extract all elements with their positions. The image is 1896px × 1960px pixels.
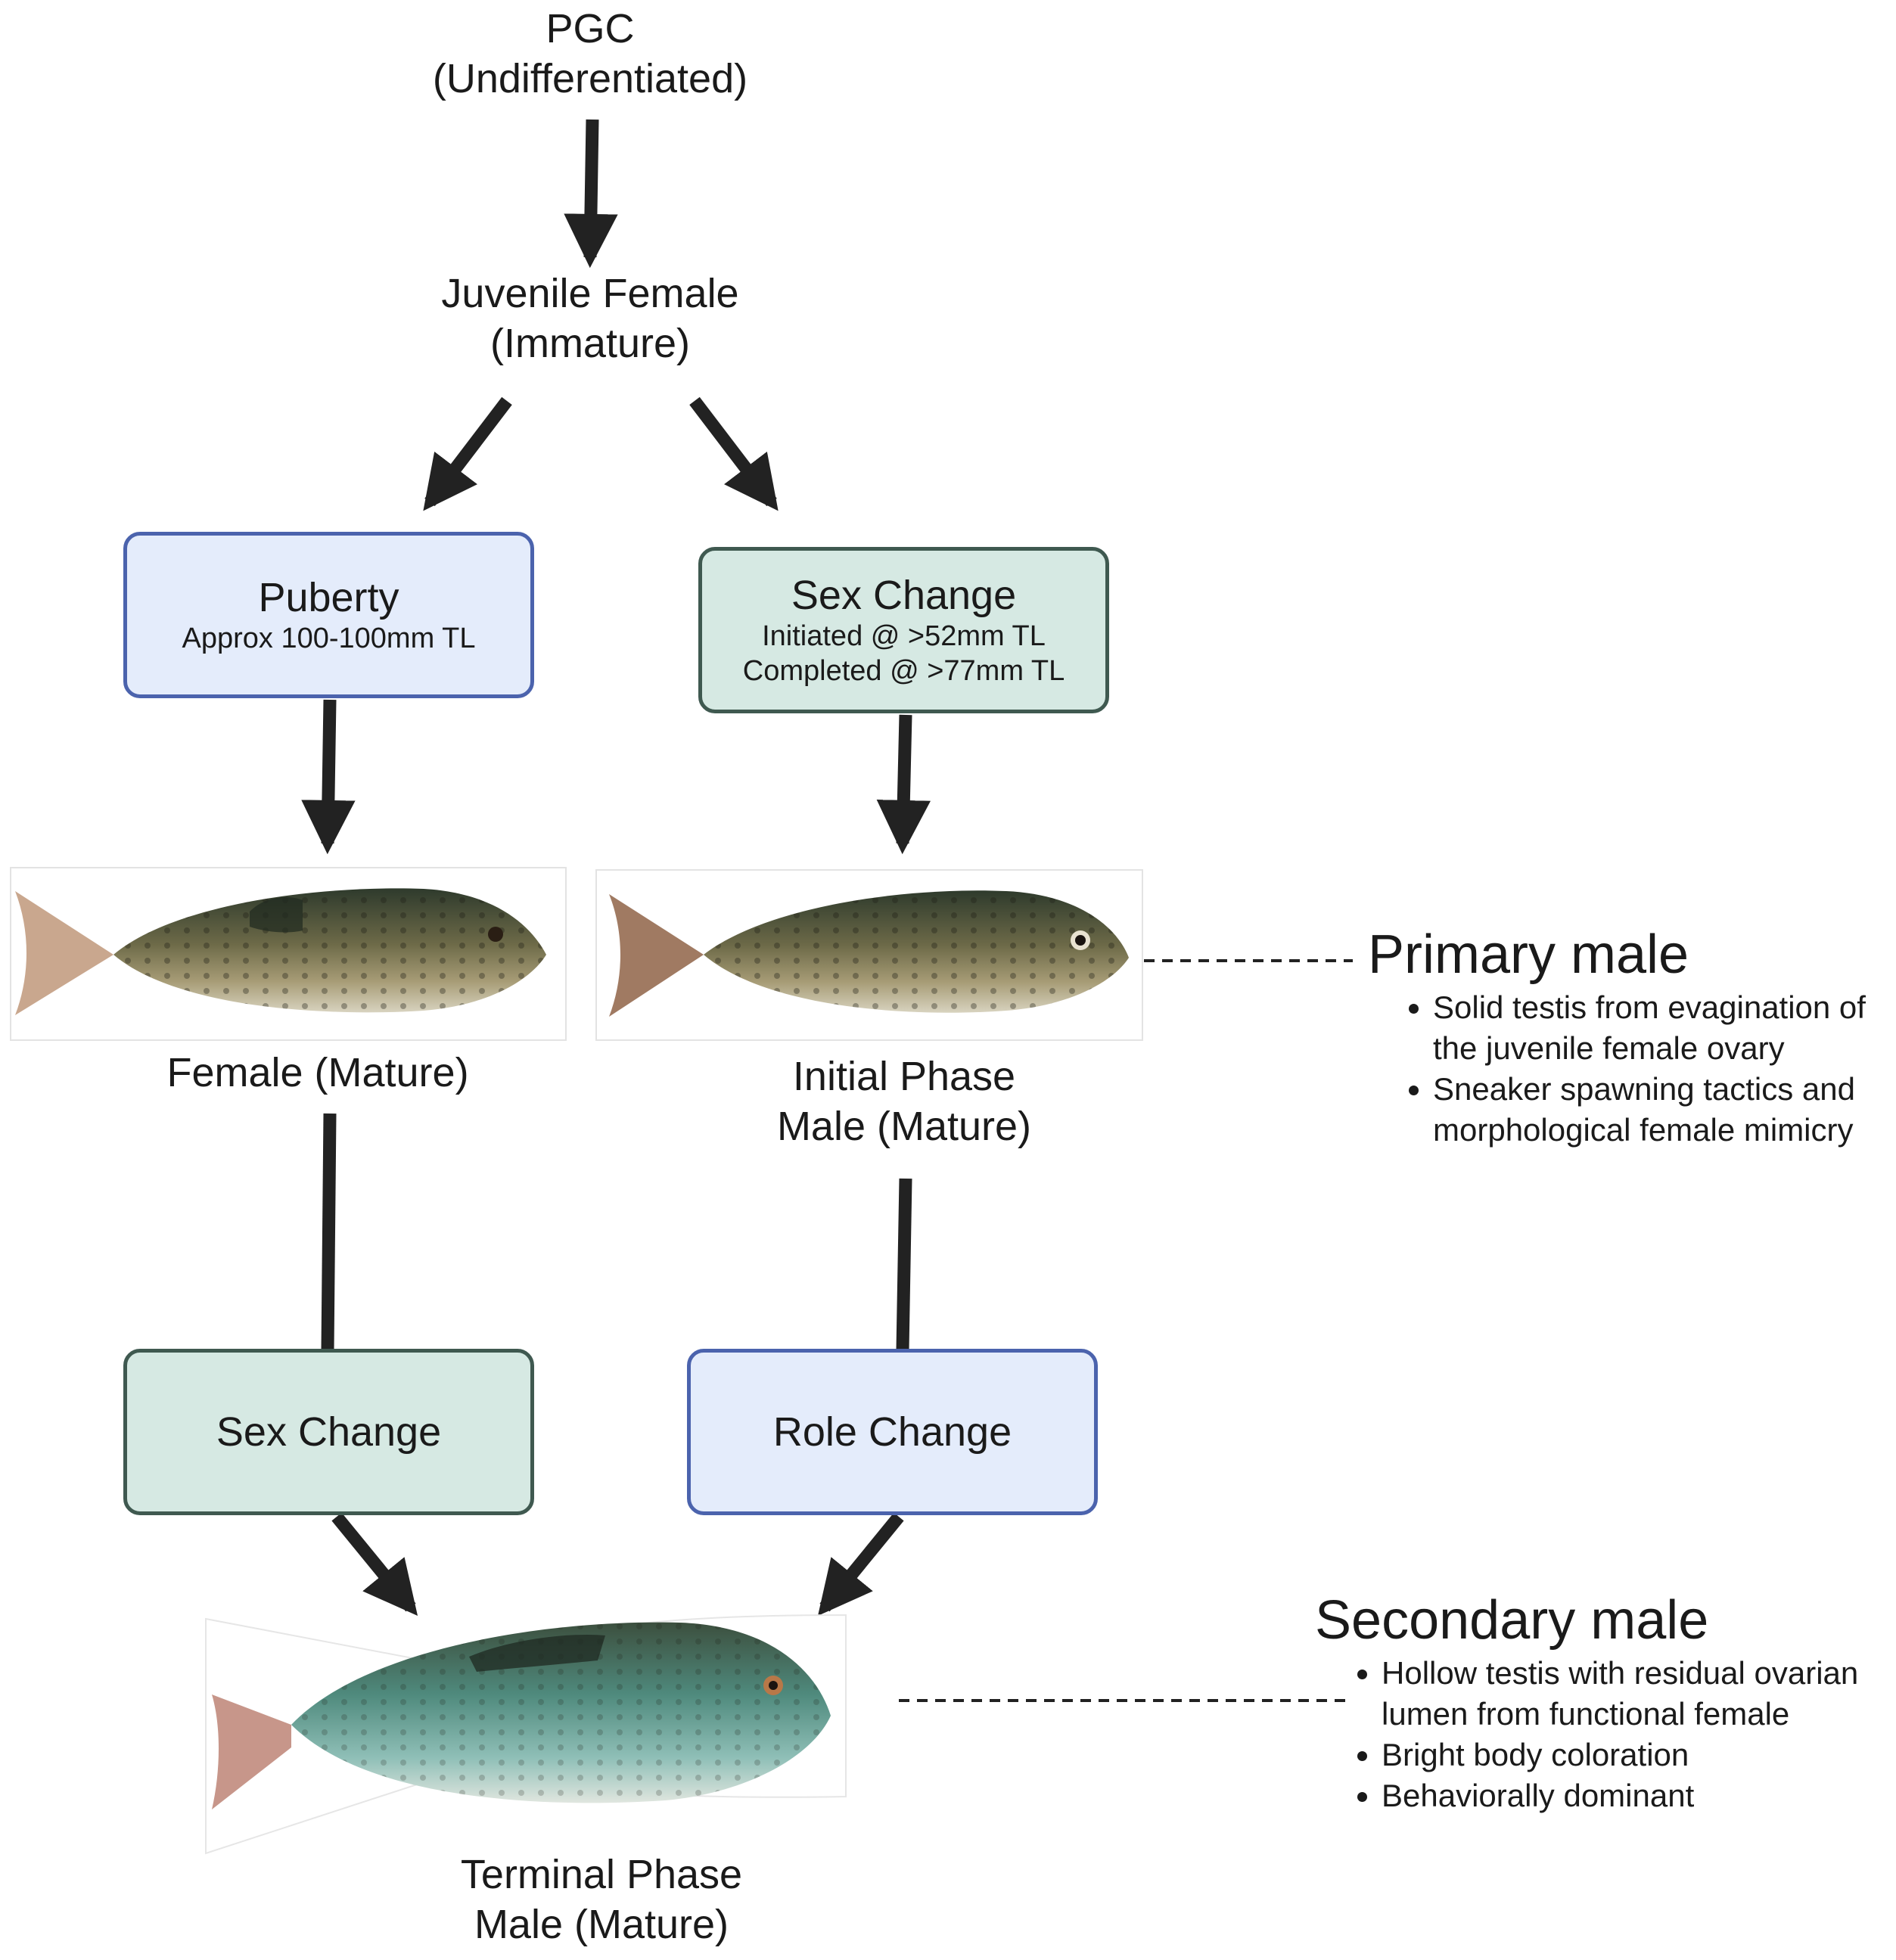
initial-phase-male-subtitle: Male (Mature) — [776, 1104, 1032, 1149]
sex-change-top-box: Sex Change Initiated @ >52mm TL Complete… — [698, 547, 1109, 713]
initial-male-fish-image — [595, 869, 1143, 1041]
secondary-male-bullet: Hollow testis with residual ovarian lume… — [1382, 1653, 1896, 1735]
arrow-juvenile-to-puberty — [423, 396, 512, 511]
terminal-male-fish-image — [205, 1614, 847, 1855]
secondary-male-title: Secondary male — [1315, 1590, 1709, 1651]
secondary-male-bullet: Behaviorally dominant — [1382, 1775, 1896, 1816]
primary-male-bullets: Solid testis from evagination of the juv… — [1385, 987, 1896, 1151]
secondary-male-bullets: Hollow testis with residual ovarian lume… — [1333, 1653, 1896, 1816]
female-fish-image — [10, 867, 567, 1041]
female-mature-label: Female (Mature) — [166, 1050, 469, 1095]
puberty-detail: Approx 100-100mm TL — [182, 623, 476, 654]
pgc-title: PGC — [545, 6, 635, 51]
primary-male-bullet: Solid testis from evagination of the juv… — [1433, 987, 1896, 1069]
arrow-puberty-to-female — [301, 699, 356, 855]
juvenile-female-title: Juvenile Female — [441, 271, 739, 316]
primary-male-title: Primary male — [1368, 924, 1689, 985]
arrow-sex-change-to-terminal — [331, 1512, 418, 1617]
role-change-box: Role Change — [687, 1349, 1098, 1515]
connector-female-to-sex-change — [321, 1113, 337, 1351]
terminal-phase-male-title: Terminal Phase — [460, 1852, 743, 1897]
primary-male-bullet: Sneaker spawning tactics and morphologic… — [1433, 1069, 1896, 1151]
arrow-sex-change-to-initial-male — [876, 714, 931, 855]
arrow-juvenile-to-sex-change — [689, 396, 779, 511]
pgc-node: PGC (Undifferentiated) — [409, 4, 772, 104]
arrow-role-change-to-terminal — [817, 1512, 904, 1617]
juvenile-female-node: Juvenile Female (Immature) — [393, 269, 787, 368]
role-change-title: Role Change — [772, 1409, 1012, 1455]
sex-change-top-title: Sex Change — [791, 573, 1017, 618]
sex-change-top-completed: Completed @ >77mm TL — [742, 655, 1065, 687]
sex-change-bottom-box: Sex Change — [123, 1349, 534, 1515]
initial-phase-male-title: Initial Phase — [792, 1054, 1016, 1099]
initial-phase-male-node: Initial Phase Male (Mature) — [681, 1051, 1127, 1151]
pgc-subtitle: (Undifferentiated) — [432, 56, 748, 101]
connector-initial-male-to-role-change — [896, 1178, 912, 1351]
juvenile-female-subtitle: (Immature) — [490, 321, 690, 366]
sex-change-top-initiated: Initiated @ >52mm TL — [762, 620, 1046, 652]
sex-change-bottom-title: Sex Change — [216, 1409, 442, 1455]
secondary-male-bullet: Bright body coloration — [1382, 1735, 1896, 1775]
arrow-pgc-to-juvenile — [564, 119, 618, 269]
puberty-title: Puberty — [258, 575, 399, 620]
terminal-phase-male-node: Terminal Phase Male (Mature) — [378, 1850, 825, 1949]
puberty-box: Puberty Approx 100-100mm TL — [123, 532, 534, 698]
terminal-phase-male-subtitle: Male (Mature) — [474, 1902, 729, 1947]
